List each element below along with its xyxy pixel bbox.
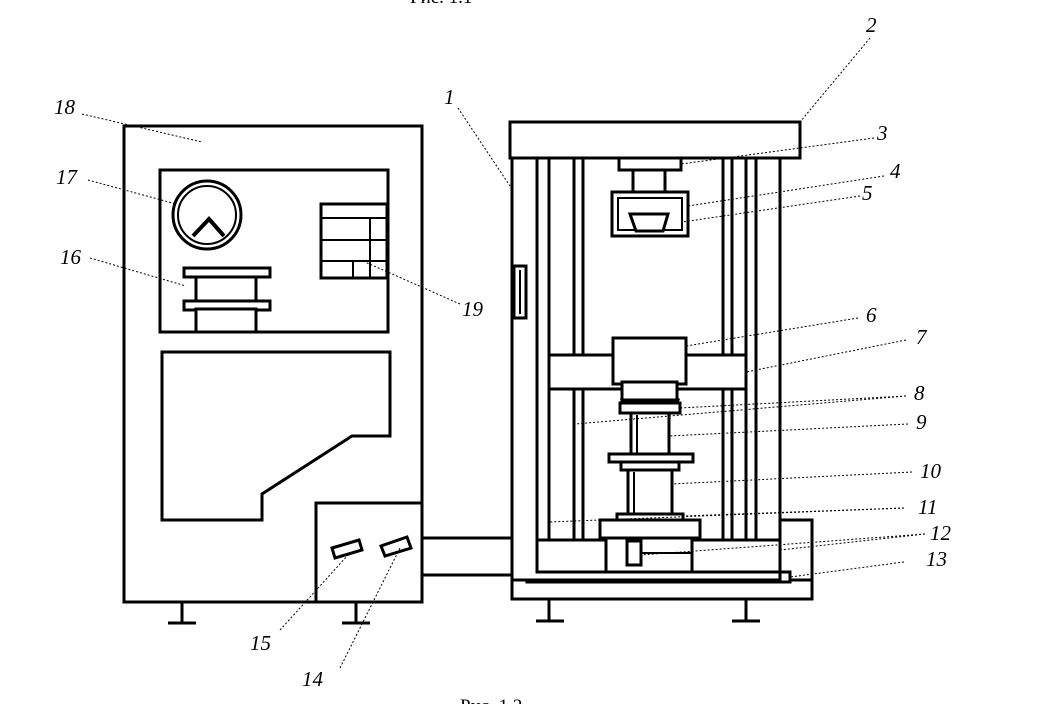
connecting-pipe bbox=[422, 536, 512, 577]
test-frame bbox=[508, 120, 814, 623]
leader-8b bbox=[679, 395, 907, 409]
upper-grip-neck bbox=[631, 168, 667, 196]
leader-1 bbox=[457, 107, 511, 187]
base-side-block bbox=[778, 518, 814, 582]
leader-7 bbox=[745, 339, 907, 373]
callout-19: 19 bbox=[462, 297, 484, 321]
recorder-spool-top-flange bbox=[182, 266, 272, 279]
callout-16: 16 bbox=[60, 245, 82, 269]
callout-1: 1 bbox=[444, 85, 455, 109]
control-cabinet bbox=[122, 124, 424, 625]
leader-6 bbox=[685, 317, 859, 347]
callout-9: 9 bbox=[916, 410, 927, 434]
leader-lines bbox=[81, 37, 926, 669]
callout-8: 8 bbox=[914, 381, 925, 405]
top-caption: Рис. 1.1 bbox=[410, 0, 472, 8]
callout-18: 18 bbox=[54, 95, 76, 119]
toggle-switch-left bbox=[330, 538, 364, 560]
load-cell bbox=[611, 336, 688, 386]
column-left-inner bbox=[572, 156, 585, 542]
dial-gauge-needle bbox=[191, 216, 226, 238]
bottom-caption: Рис. 1.2 bbox=[460, 696, 522, 704]
callout-11: 11 bbox=[918, 495, 937, 519]
lower-table bbox=[598, 518, 702, 540]
callout-13: 13 bbox=[926, 547, 947, 571]
callout-labels: 1 2 3 4 5 6 7 8 9 10 11 12 13 14 15 16 1… bbox=[54, 13, 952, 691]
leader-2 bbox=[799, 37, 871, 123]
callout-4: 4 bbox=[890, 159, 901, 183]
callout-6: 6 bbox=[866, 303, 877, 327]
leader-15 bbox=[279, 554, 349, 631]
callout-2: 2 bbox=[866, 13, 877, 37]
dial-gauge-inner-ring bbox=[177, 185, 237, 245]
leader-3 bbox=[680, 137, 875, 165]
leader-8a bbox=[574, 395, 907, 425]
cylinder-block bbox=[604, 536, 694, 574]
piston-rod bbox=[625, 539, 643, 567]
dial-gauge bbox=[171, 179, 243, 251]
callout-12: 12 bbox=[930, 521, 952, 545]
upper-jaw bbox=[627, 212, 671, 233]
top-crosshead bbox=[508, 120, 802, 160]
callout-3: 3 bbox=[876, 121, 888, 145]
callout-7: 7 bbox=[916, 325, 928, 349]
leader-19 bbox=[364, 261, 461, 305]
load-cell-lower bbox=[620, 380, 679, 402]
leader-10 bbox=[671, 471, 913, 485]
leader-13 bbox=[789, 561, 905, 578]
callout-17: 17 bbox=[56, 165, 79, 189]
lower-panel bbox=[160, 350, 392, 522]
leader-11a bbox=[548, 507, 905, 523]
callout-5: 5 bbox=[862, 181, 873, 205]
recorder-spool-body bbox=[194, 274, 258, 304]
leader-12b bbox=[779, 533, 926, 551]
leader-5 bbox=[681, 195, 861, 223]
leader-17 bbox=[87, 179, 177, 205]
callout-10: 10 bbox=[920, 459, 942, 483]
callout-14: 14 bbox=[302, 667, 324, 691]
recorder-spool-lower bbox=[194, 307, 258, 334]
leader-12a bbox=[640, 533, 926, 556]
toggle-switch-right bbox=[379, 535, 413, 558]
callout-15: 15 bbox=[250, 631, 271, 655]
column-left-outer bbox=[535, 156, 551, 542]
leader-16 bbox=[89, 257, 187, 287]
leader-18 bbox=[81, 113, 203, 143]
upper-grip-plate bbox=[617, 156, 683, 172]
leader-4 bbox=[687, 175, 885, 207]
leader-11b bbox=[682, 507, 905, 517]
column-right-outer bbox=[744, 156, 758, 542]
